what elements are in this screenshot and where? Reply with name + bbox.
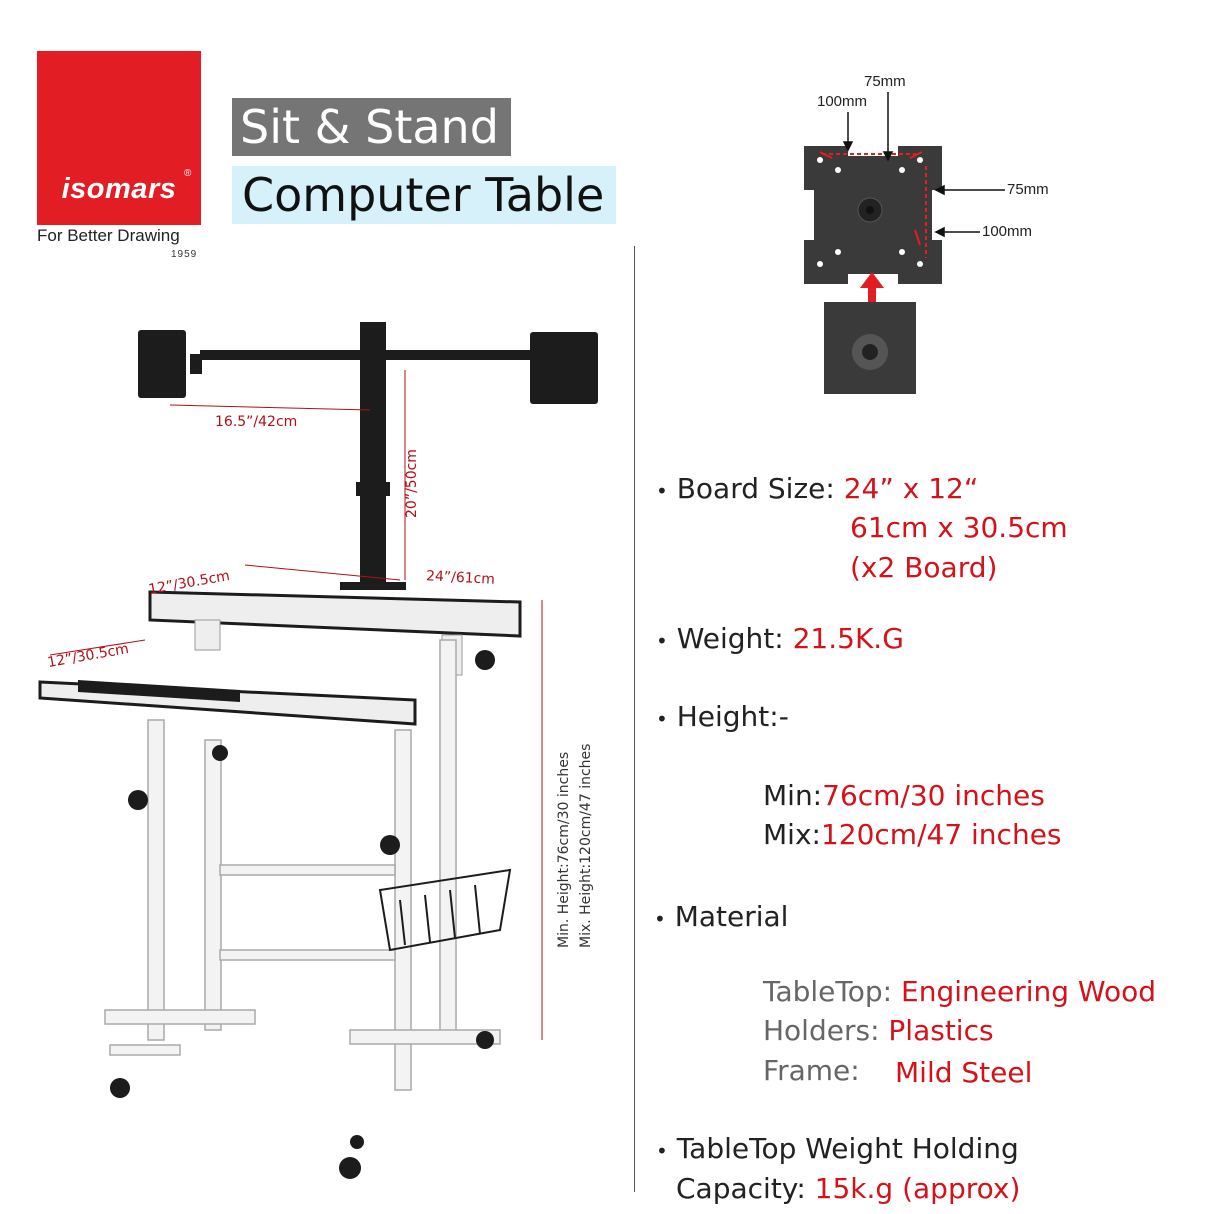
capacity-label-line2: Capacity: bbox=[676, 1172, 806, 1205]
bullet: • bbox=[654, 907, 666, 931]
spec-height: • Height:- bbox=[656, 698, 789, 738]
registered-mark: ® bbox=[184, 168, 192, 179]
spec-height-max: Mix:120cm/47 inches bbox=[763, 816, 1062, 854]
spec-board-size: • Board Size: 24” x 12“ bbox=[656, 470, 978, 510]
brand-year: 1959 bbox=[171, 249, 198, 260]
material-label: Material bbox=[674, 900, 789, 933]
arm-length-label: 16.5”/42cm bbox=[215, 414, 298, 430]
bullet: • bbox=[656, 1139, 668, 1163]
min-label: Min: bbox=[763, 779, 823, 812]
weight-value: 21.5K.G bbox=[792, 622, 904, 655]
tabletop-label: TableTop: bbox=[763, 975, 893, 1008]
spec-material: • Material bbox=[654, 898, 788, 938]
board-count: (x2 Board) bbox=[850, 551, 998, 584]
bullet: • bbox=[656, 707, 668, 731]
min-height-label: Min. Height:76cm/30 inches bbox=[556, 751, 572, 948]
tabletop-value: Engineering Wood bbox=[901, 975, 1156, 1008]
spec-holders: Holders: Plastics bbox=[763, 1012, 994, 1050]
vesa-100-side-label: 100mm bbox=[982, 223, 1033, 240]
spec-capacity: • TableTop Weight Holding bbox=[656, 1130, 1019, 1170]
spec-weight: • Weight: 21.5K.G bbox=[656, 620, 904, 660]
vesa-75-top-label: 75mm bbox=[864, 73, 906, 90]
up-arrow-icon bbox=[860, 272, 884, 302]
spec-frame: Frame: bbox=[763, 1052, 860, 1090]
max-label: Mix: bbox=[763, 818, 821, 851]
vesa-mount-diagram bbox=[804, 92, 1005, 394]
dual-monitor-arm bbox=[138, 322, 598, 590]
bullet: • bbox=[656, 629, 668, 653]
frame-label: Frame: bbox=[763, 1054, 860, 1087]
brand-logo bbox=[37, 51, 201, 225]
height-label: Height:- bbox=[676, 700, 789, 733]
holders-label: Holders: bbox=[763, 1014, 880, 1047]
title-line-2: Computer Table bbox=[232, 166, 617, 224]
weight-label: Weight: bbox=[676, 622, 784, 655]
capacity-value: 15k.g (approx) bbox=[814, 1172, 1021, 1205]
board-size-inches: 24” x 12“ bbox=[843, 472, 979, 505]
board-size-label: Board Size: bbox=[676, 472, 835, 505]
logo-text: isomars bbox=[61, 173, 177, 205]
capacity-label-line1: TableTop Weight Holding bbox=[676, 1132, 1019, 1165]
vesa-100-top-label: 100mm bbox=[817, 93, 868, 110]
upper-tabletop bbox=[148, 590, 522, 676]
frame-value: Mild Steel bbox=[895, 1056, 1033, 1089]
caster-wheels bbox=[110, 1031, 494, 1179]
max-value: 120cm/47 inches bbox=[820, 818, 1062, 851]
pole-height-label: 20”/50cm bbox=[404, 449, 420, 518]
board-size-cm: 61cm x 30.5cm bbox=[850, 511, 1068, 544]
lower-tabletop bbox=[38, 680, 417, 726]
spec-height-min: Min:76cm/30 inches bbox=[763, 777, 1045, 815]
max-height-label: Mix. Height:120cm/47 inches bbox=[578, 743, 594, 948]
spec-capacity-line2: Capacity: 15k.g (approx) bbox=[676, 1170, 1020, 1208]
height-knobs bbox=[128, 650, 495, 855]
bullet: • bbox=[656, 479, 668, 503]
vesa-75-side-label: 75mm bbox=[1007, 181, 1049, 198]
wire-basket bbox=[378, 868, 512, 952]
column-divider bbox=[634, 246, 635, 1192]
min-value: 76cm/30 inches bbox=[822, 779, 1045, 812]
holders-value: Plastics bbox=[888, 1014, 994, 1047]
title-line-1: Sit & Stand bbox=[232, 98, 511, 156]
brand-tagline: For Better Drawing bbox=[37, 226, 180, 245]
spec-tabletop: TableTop: Engineering Wood bbox=[763, 973, 1156, 1011]
desk-illustration bbox=[38, 322, 598, 1179]
